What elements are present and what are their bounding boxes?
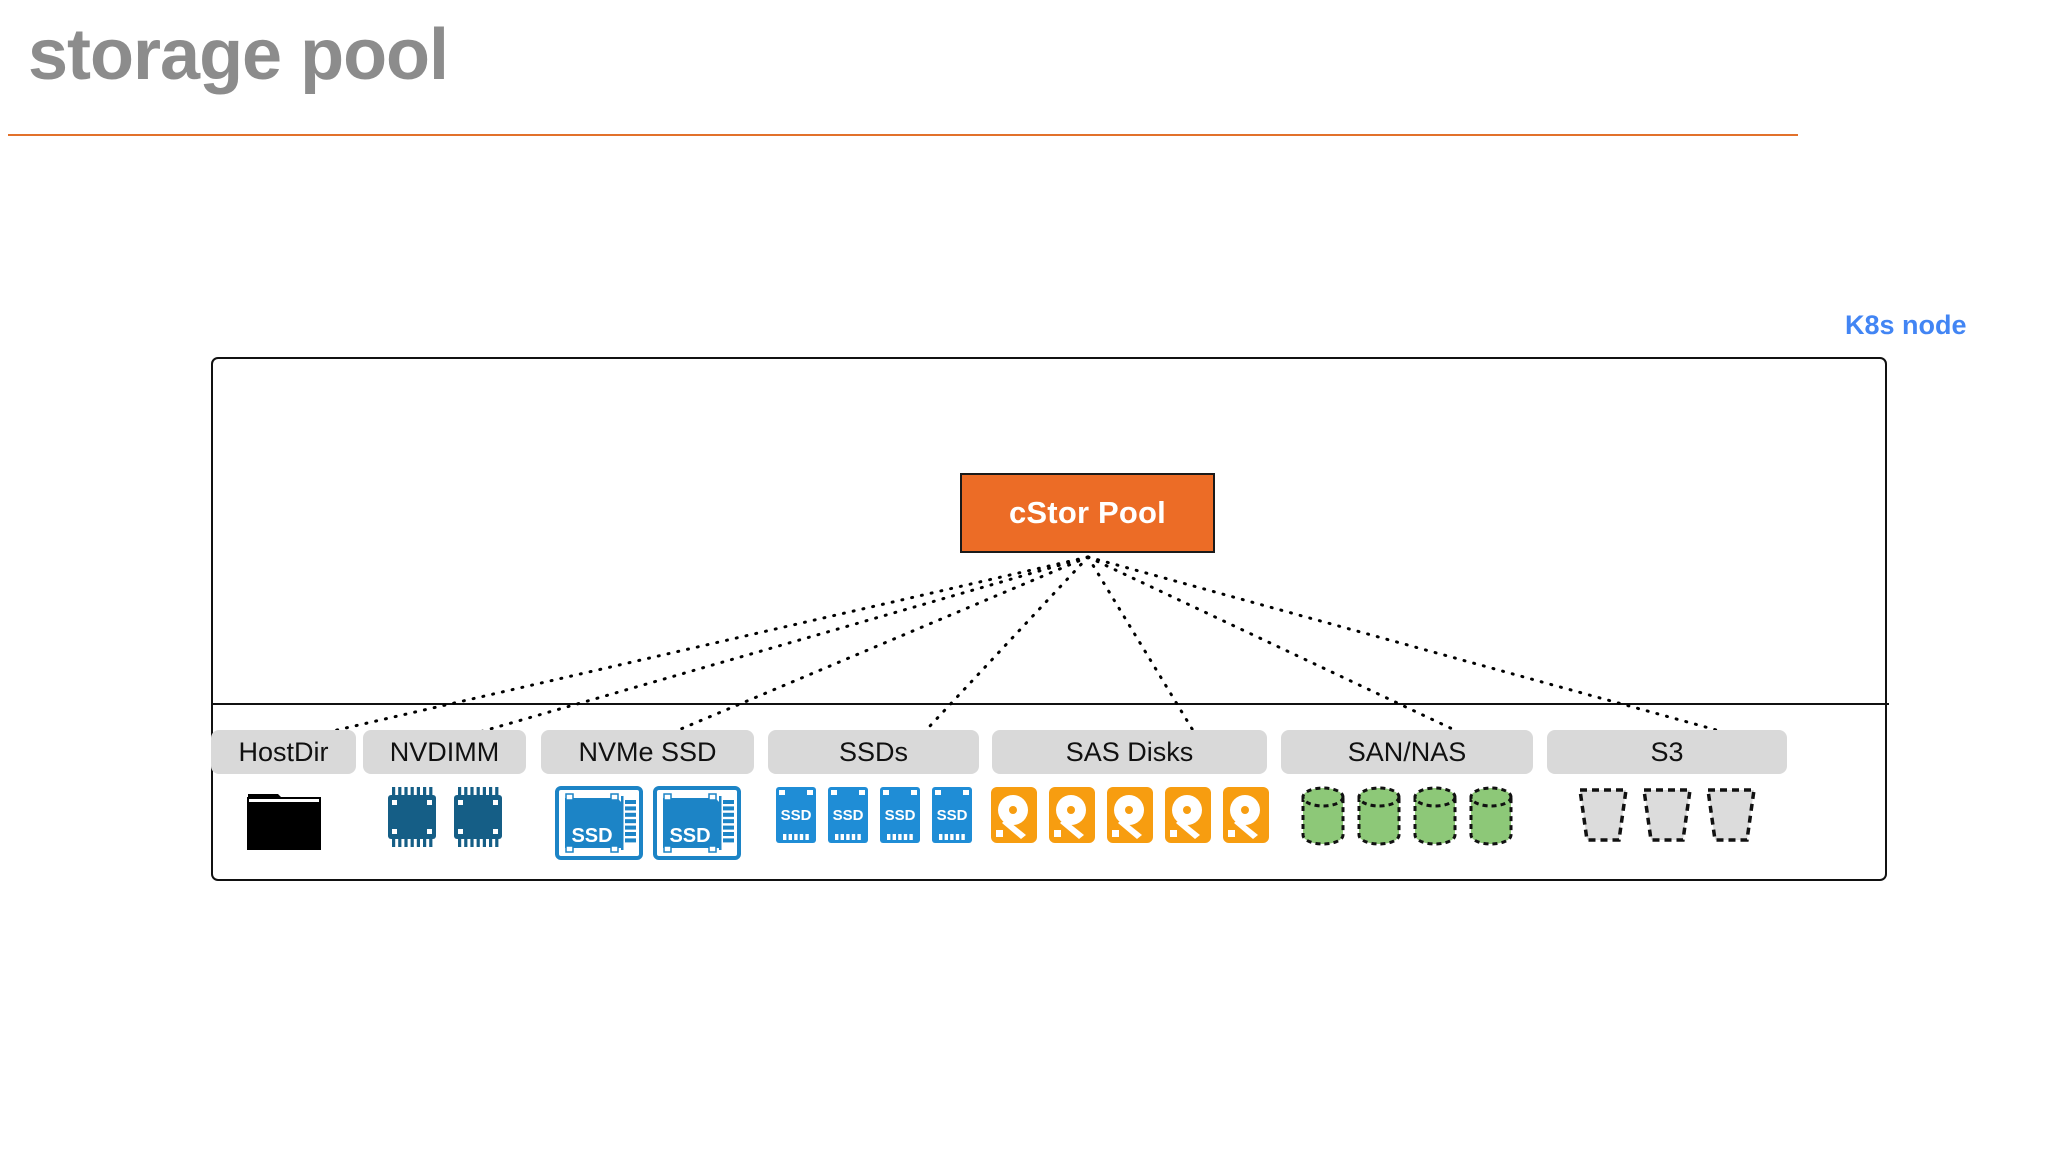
storage-cylinder-icon bbox=[1468, 786, 1514, 846]
ssd-icon: SSD bbox=[931, 786, 973, 844]
source-label-pill[interactable]: S3 bbox=[1547, 730, 1787, 774]
page-title: storage pool bbox=[28, 15, 449, 95]
hard-disk-icon bbox=[1048, 786, 1096, 844]
hard-disk-icon bbox=[1106, 786, 1154, 844]
source-icon-row bbox=[1281, 786, 1533, 870]
nvme-ssd-icon: SSD bbox=[554, 786, 643, 860]
folder-icon bbox=[245, 786, 323, 852]
storage-cylinder-icon bbox=[1356, 786, 1402, 846]
object-bucket-icon bbox=[1704, 786, 1758, 844]
svg-text:SSD: SSD bbox=[936, 807, 967, 824]
storage-source-s3[interactable]: S3 bbox=[1547, 730, 1787, 880]
source-label-pill[interactable]: SSDs bbox=[768, 730, 979, 774]
object-bucket-icon bbox=[1576, 786, 1630, 844]
cstor-pool-node[interactable]: cStor Pool bbox=[960, 473, 1215, 553]
title-divider-rule bbox=[8, 134, 1798, 136]
source-label-pill[interactable]: NVMe SSD bbox=[541, 730, 754, 774]
storage-source-nvdimm[interactable]: NVDIMM bbox=[363, 730, 526, 880]
cstor-pool-label: cStor Pool bbox=[1008, 495, 1166, 530]
source-icon-row bbox=[363, 786, 526, 870]
hard-disk-icon bbox=[990, 786, 1038, 844]
source-icon-row bbox=[990, 786, 1270, 870]
node-inner-divider bbox=[211, 703, 1889, 705]
memory-chip-icon bbox=[450, 786, 506, 848]
storage-source-sas-disks[interactable]: SAS Disks bbox=[990, 730, 1270, 880]
source-icon-row bbox=[211, 786, 356, 870]
object-bucket-icon bbox=[1640, 786, 1694, 844]
source-icon-row bbox=[1547, 786, 1787, 870]
svg-text:SSD: SSD bbox=[571, 825, 612, 847]
svg-text:SSD: SSD bbox=[669, 825, 710, 847]
hard-disk-icon bbox=[1164, 786, 1212, 844]
nvme-ssd-icon: SSD bbox=[652, 786, 741, 860]
svg-text:SSD: SSD bbox=[884, 807, 915, 824]
source-label-pill[interactable]: SAN/NAS bbox=[1281, 730, 1533, 774]
source-label-pill[interactable]: HostDir bbox=[211, 730, 356, 774]
storage-cylinder-icon bbox=[1300, 786, 1346, 846]
source-icon-row: SSD SSD SSD SSD bbox=[768, 786, 979, 870]
source-icon-row: SSD SSD bbox=[541, 786, 754, 870]
hard-disk-icon bbox=[1222, 786, 1270, 844]
storage-source-san-nas[interactable]: SAN/NAS bbox=[1281, 730, 1533, 880]
svg-text:SSD: SSD bbox=[780, 807, 811, 824]
storage-cylinder-icon bbox=[1412, 786, 1458, 846]
memory-chip-icon bbox=[384, 786, 440, 848]
storage-source-nvme-ssd[interactable]: NVMe SSD SSD SSD bbox=[541, 730, 754, 880]
k8s-node-caption: K8s node bbox=[1845, 310, 1967, 340]
ssd-icon: SSD bbox=[775, 786, 817, 844]
ssd-icon: SSD bbox=[827, 786, 869, 844]
source-label-pill[interactable]: SAS Disks bbox=[992, 730, 1267, 774]
source-label-pill[interactable]: NVDIMM bbox=[363, 730, 526, 774]
storage-source-hostdir[interactable]: HostDir bbox=[211, 730, 356, 880]
ssd-icon: SSD bbox=[879, 786, 921, 844]
svg-text:SSD: SSD bbox=[832, 807, 863, 824]
